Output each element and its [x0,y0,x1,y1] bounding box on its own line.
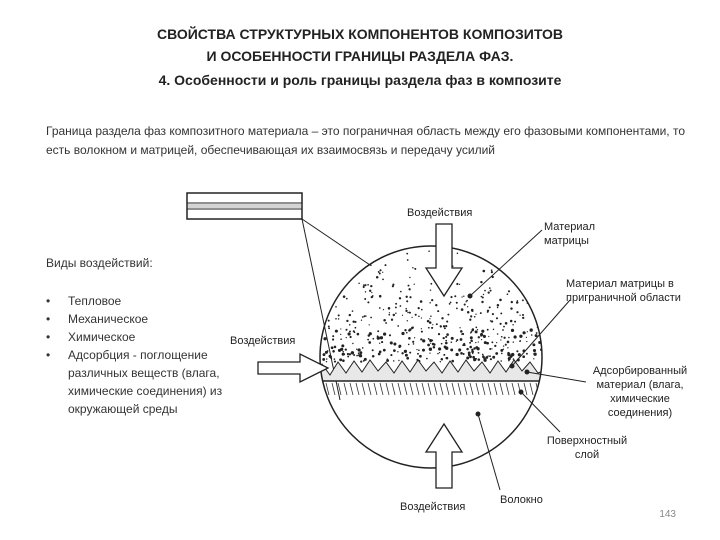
leader-surface [520,391,561,433]
label-matrix-material: Материал матрицы [544,221,595,247]
subtitle: 4. Особенности и роль границы раздела фа… [158,72,562,88]
surface-layer [320,359,542,382]
label-adsorbed: Адсорбированный материал (влага, химичес… [592,365,688,419]
impact-arrow-bottom-icon [424,422,464,489]
bullet-icon: • [46,312,51,326]
list-item: •Химическое [46,330,136,344]
matrix-particles [320,249,542,363]
label-matrix-boundary: Материал матрицы в приграничной области [566,278,681,304]
title-line-2: И ОСОБЕННОСТИ ГРАНИЦЫ РАЗДЕЛА ФАЗ. [206,48,514,64]
label-impact-top: Воздействия [407,207,473,219]
leader-matrix [469,229,543,297]
fiber-body [320,382,542,396]
label-impact-left: Воздействия [230,335,296,347]
impact-arrow-left-icon [257,352,330,384]
impact-arrow-top-icon [424,223,464,298]
fiber-strip-icon [186,192,303,220]
leader-adsorbed [526,371,587,383]
list-item: •Тепловое [46,294,122,308]
leader-matrix-boundary [511,299,571,367]
intro-paragraph: Граница раздела фаз композитного материа… [46,124,685,157]
leader-fiber [477,413,501,491]
label-fiber: Волокно [500,494,543,506]
zoom-line-top [301,218,371,266]
magnifier-circle [319,245,543,469]
bullet-icon: • [46,294,51,308]
list-item: •Механическое [46,312,149,326]
impact-types-label: Виды воздействий: [46,256,153,270]
page-number: 143 [659,509,676,520]
label-surface-layer: Поверхностный слой [546,435,628,461]
label-impact-bottom: Воздействия [400,501,466,513]
title-line-1: СВОЙСТВА СТРУКТУРНЫХ КОМПОНЕНТОВ КОМПОЗИ… [156,26,564,42]
bullet-icon: • [46,348,51,362]
bullet-icon: • [46,330,51,344]
list-item: •Адсорбция - поглощение различных вещест… [46,348,223,416]
impact-types-list: •Тепловое •Механическое •Химическое •Адс… [46,292,226,418]
